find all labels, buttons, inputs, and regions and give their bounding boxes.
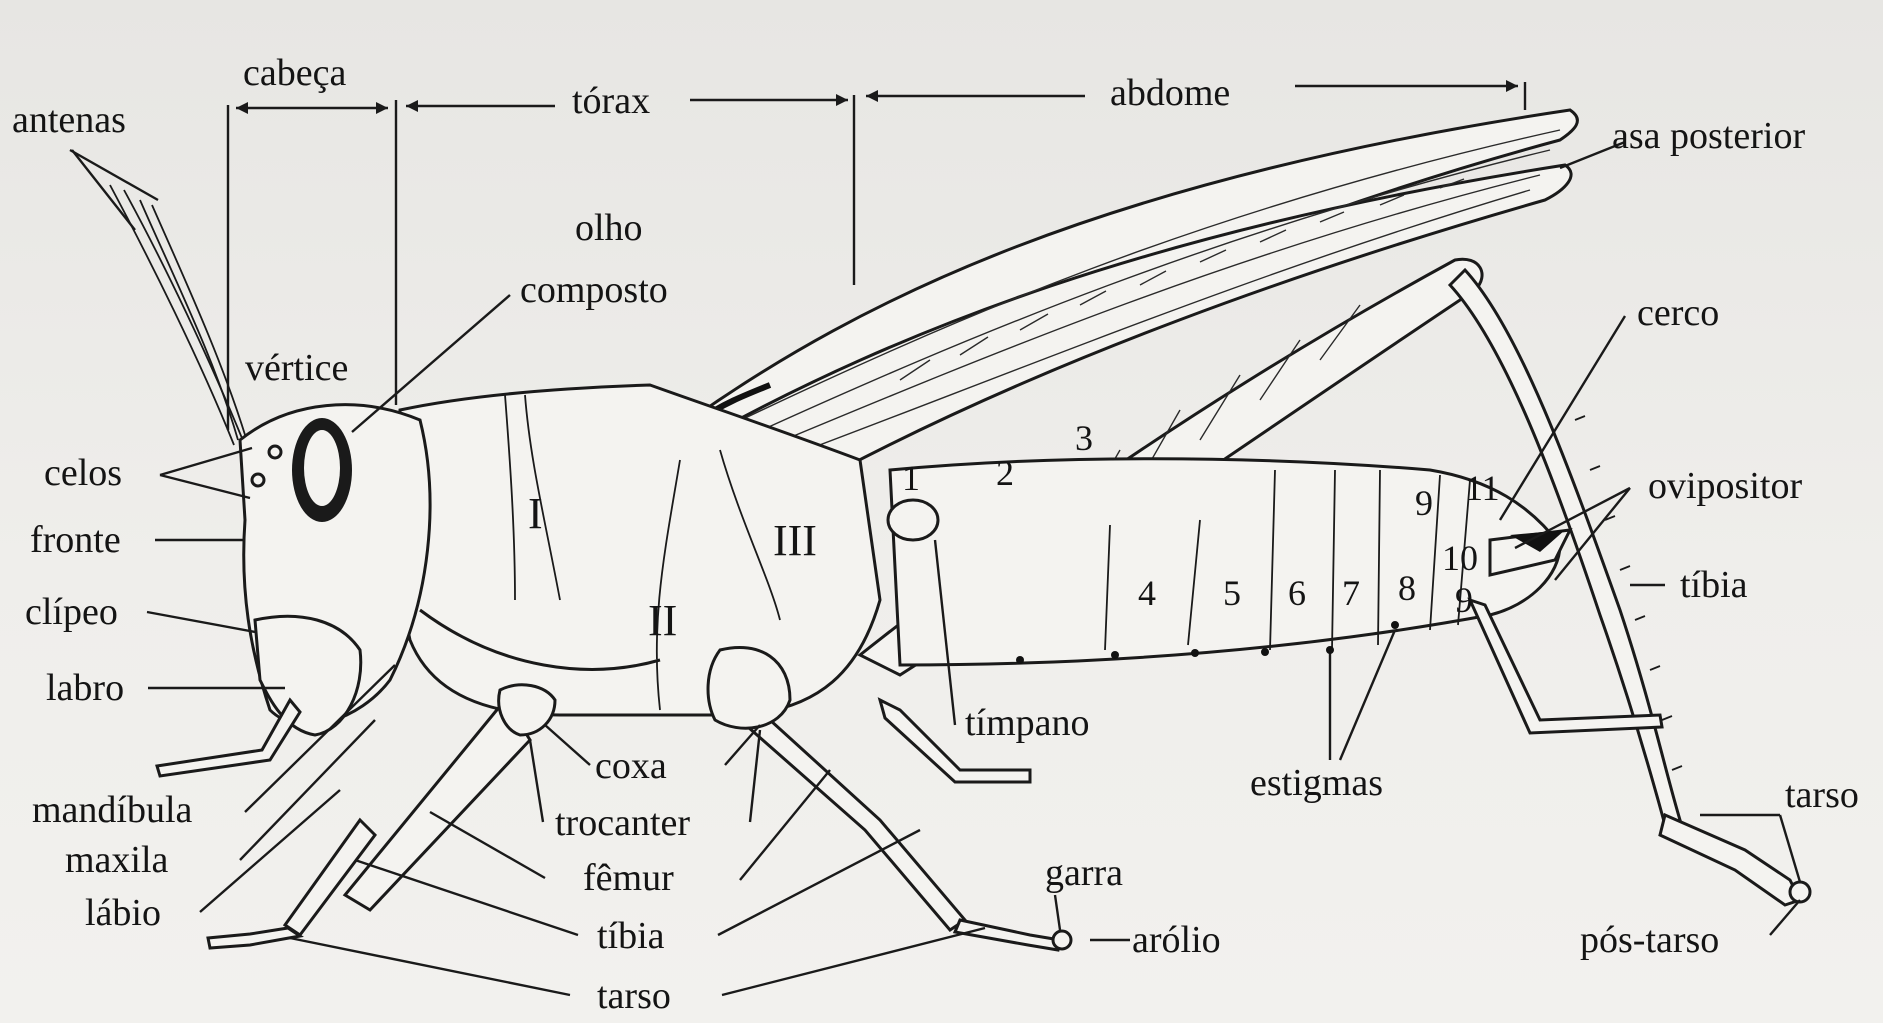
label-femur: fêmur	[583, 857, 674, 899]
label-labro: labro	[46, 667, 124, 709]
label-trocanter: trocanter	[555, 802, 690, 844]
pos-tarsus-claw	[1790, 882, 1810, 902]
label-torax: tórax	[572, 80, 650, 122]
label-abdome: abdome	[1110, 72, 1230, 114]
segment-number-3: 3	[1075, 418, 1093, 458]
middle-tarsus	[955, 920, 1060, 950]
label-tibia-bottom: tíbia	[597, 915, 665, 957]
label-tarso-bottom: tarso	[597, 975, 671, 1017]
clypeus-labrum	[255, 616, 361, 735]
label-cerco: cerco	[1637, 292, 1719, 334]
segment-number-6: 6	[1288, 573, 1306, 613]
label-estigmas: estigmas	[1250, 762, 1383, 804]
label-tibia-right: tíbia	[1680, 564, 1748, 606]
label-fronte: fronte	[30, 519, 121, 561]
thorax-segment-III: III	[773, 516, 817, 565]
label-mandibula: mandíbula	[32, 789, 193, 831]
front-femur	[345, 700, 530, 910]
arolium	[1053, 931, 1071, 949]
segment-number-8: 8	[1398, 568, 1416, 608]
label-cabeca: cabeça	[243, 52, 346, 94]
ocellus-upper	[269, 446, 281, 458]
label-coxa: coxa	[595, 745, 667, 787]
thorax-segment-II: II	[648, 596, 677, 645]
label-maxila: maxila	[65, 839, 169, 881]
front-tarsus	[208, 928, 300, 948]
segment-number-5: 5	[1223, 573, 1241, 613]
label-clipeo: clípeo	[25, 591, 118, 633]
label-tarso-right: tarso	[1785, 774, 1859, 816]
label-pos-tarso: pós-tarso	[1580, 919, 1719, 961]
label-olho: olho	[575, 207, 643, 249]
segment-number-10: 10	[1442, 538, 1478, 578]
label-vertice: vértice	[245, 347, 348, 389]
label-asa-posterior: asa posterior	[1612, 115, 1805, 157]
segment-number-9a: 9	[1415, 483, 1433, 523]
label-garra: garra	[1045, 852, 1123, 894]
label-labio: lábio	[85, 892, 161, 934]
middle-leg	[740, 700, 965, 930]
segment-number-1: 1	[902, 458, 920, 498]
tympanum	[888, 500, 938, 540]
thorax-segment-I: I	[528, 489, 543, 538]
label-arolio: arólio	[1132, 919, 1221, 961]
label-celos: celos	[44, 452, 122, 494]
hind-tarsus	[1660, 815, 1800, 905]
ocellus-lower	[252, 474, 264, 486]
segment-number-9b: 9	[1455, 580, 1473, 620]
segment-number-7: 7	[1342, 573, 1360, 613]
label-timpano: tímpano	[965, 702, 1090, 744]
label-antenas: antenas	[12, 99, 126, 141]
segment-number-2: 2	[996, 453, 1014, 493]
label-ovipositor: ovipositor	[1648, 465, 1802, 507]
segment-number-11: 11	[1465, 468, 1500, 508]
segment-number-4: 4	[1138, 573, 1156, 613]
label-composto: composto	[520, 269, 668, 311]
